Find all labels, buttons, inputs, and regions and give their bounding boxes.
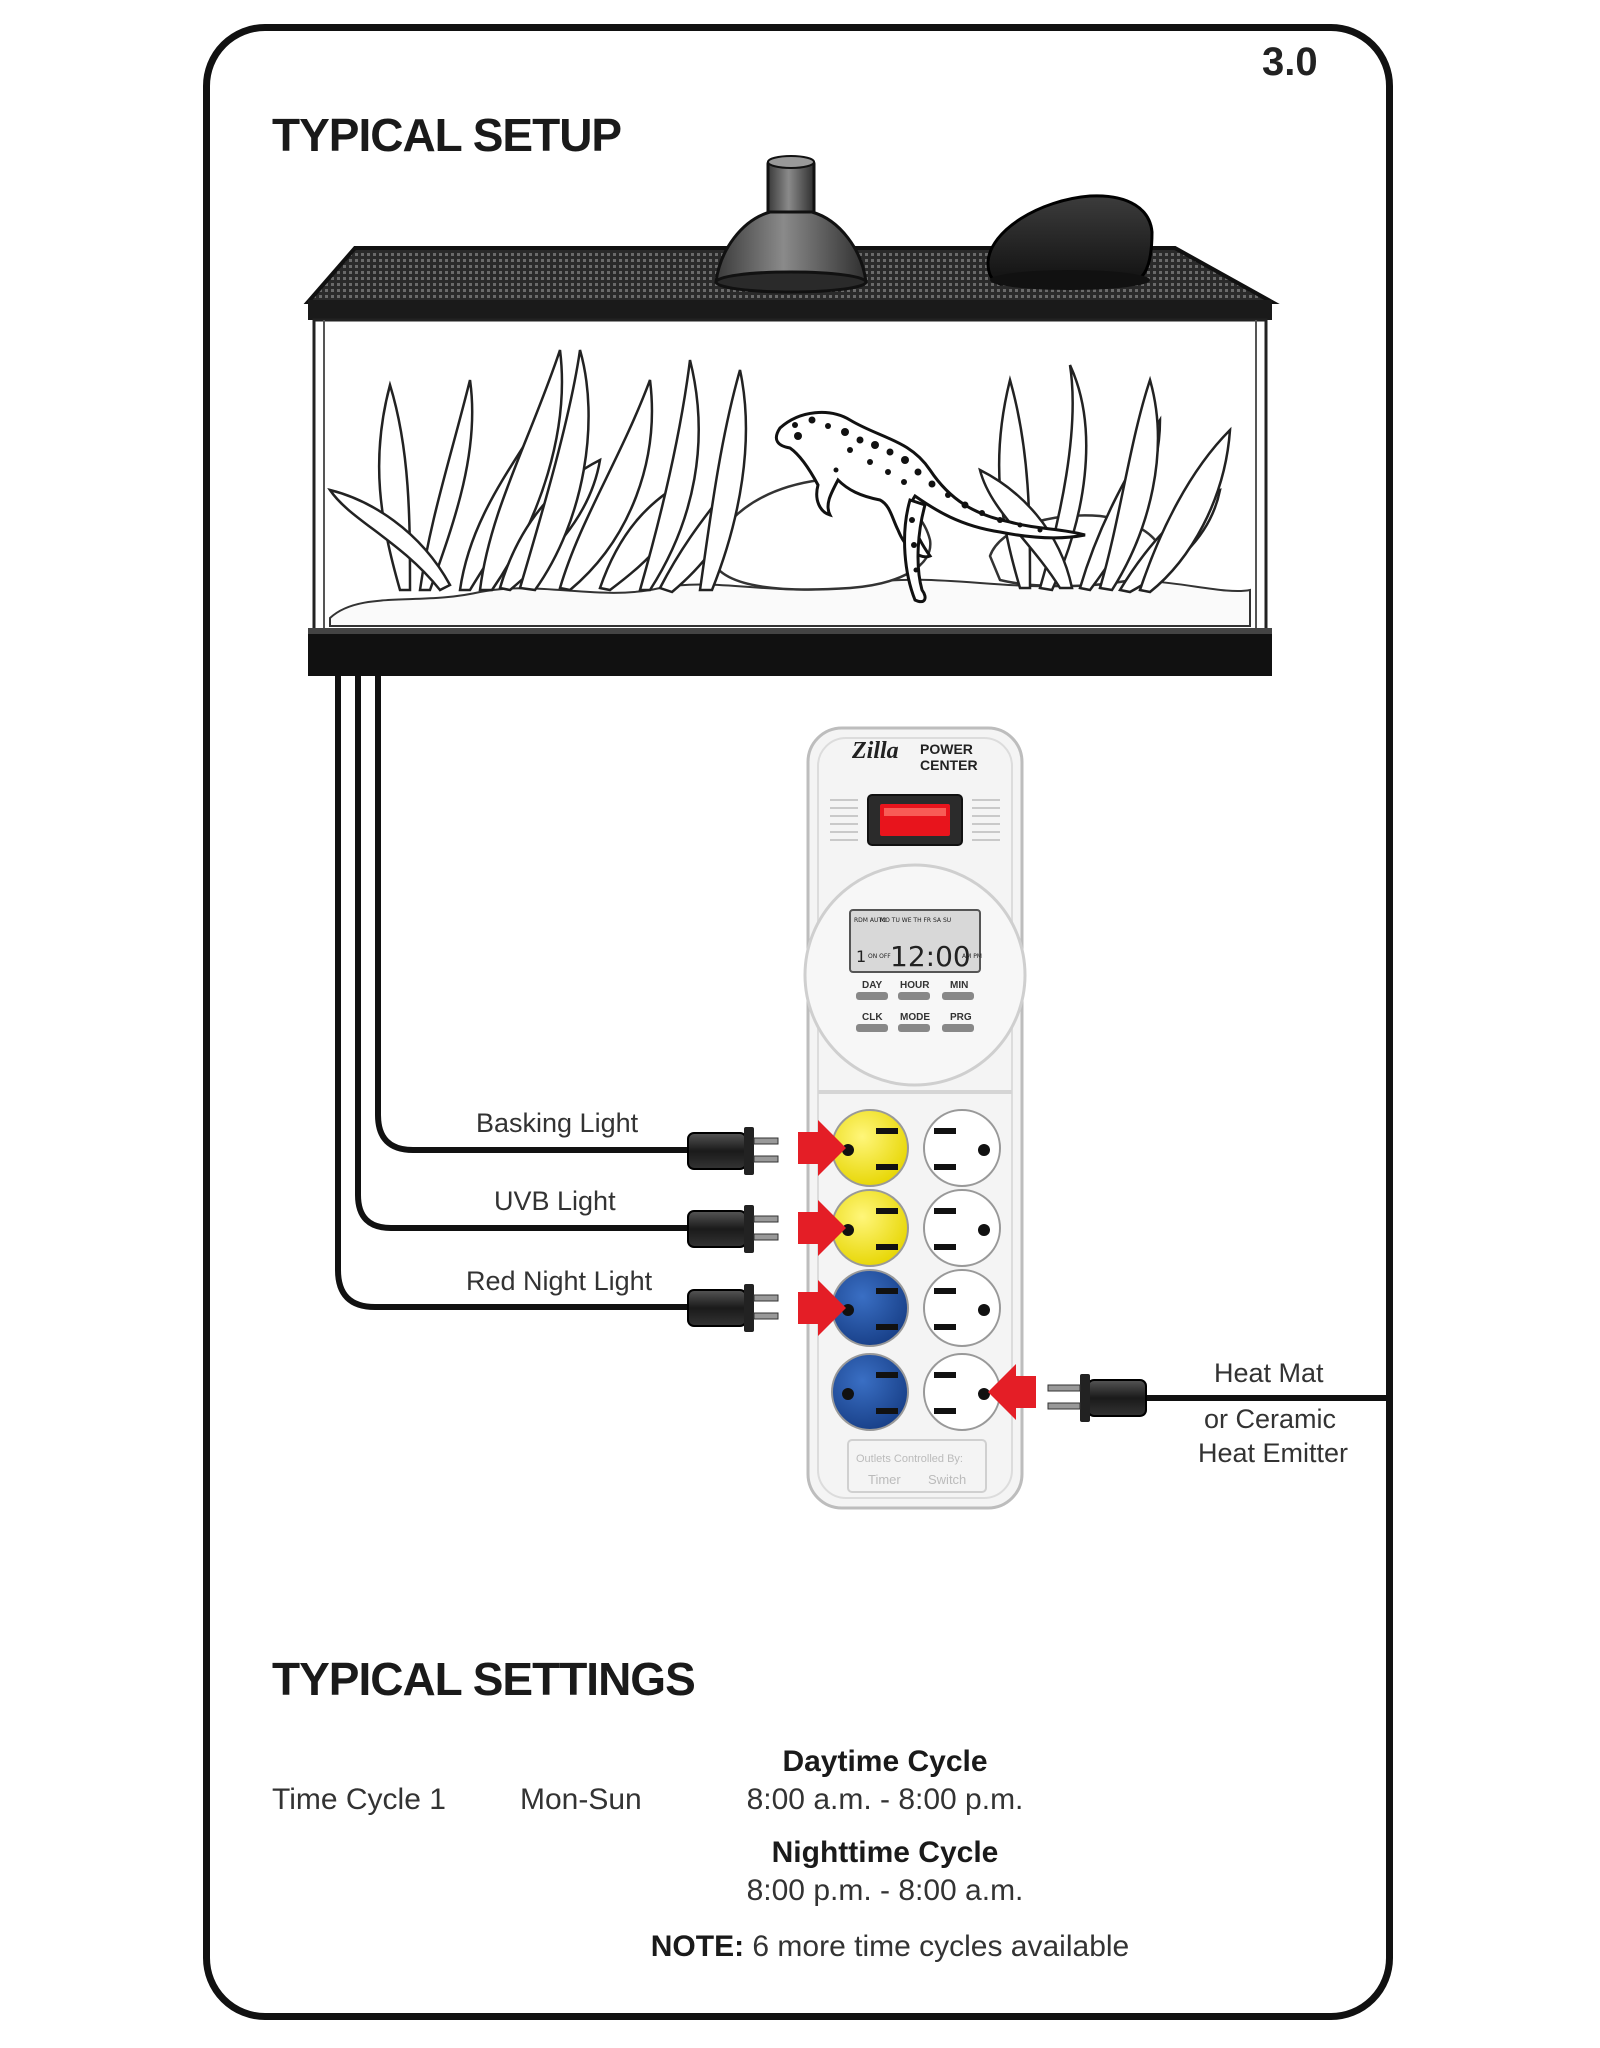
lcd-mode: RDM AUTO [854, 917, 887, 924]
lid-frame [308, 300, 1272, 320]
hour-button[interactable] [898, 992, 930, 1000]
heat-mat-alt-label-1: or Ceramic [1204, 1404, 1336, 1434]
clk-button[interactable] [856, 1024, 888, 1032]
plug [687, 1127, 779, 1175]
nighttime-cycle-value: 8:00 p.m. - 8:00 a.m. [746, 1874, 1024, 1907]
uvb-light-cord [355, 676, 690, 1231]
basking-light-cord [375, 676, 690, 1153]
terrarium [303, 155, 1280, 676]
outlet-switch-1[interactable] [923, 1109, 1001, 1187]
heat-mat-alt-label-2: Heat Emitter [1198, 1438, 1348, 1468]
basking-light-label: Basking Light [476, 1108, 639, 1138]
outlet-switch-3[interactable] [923, 1269, 1001, 1347]
heat-mat-label: Heat Mat [1214, 1358, 1324, 1388]
day-button[interactable] [856, 992, 888, 1000]
lcd-time: 12:00 [890, 940, 971, 973]
button-label-min: MIN [950, 980, 968, 991]
outlet-timer-blue-2[interactable] [831, 1353, 909, 1431]
instruction-card [203, 24, 1393, 2020]
outlets-controlled-label: Outlets Controlled By: [856, 1453, 963, 1465]
rock [710, 478, 932, 591]
button-label-clk: CLK [862, 1012, 883, 1023]
lcd-display [849, 909, 981, 973]
plug [687, 1284, 779, 1332]
uvb-light-label: UVB Light [494, 1186, 616, 1216]
button-label-day: DAY [862, 980, 883, 991]
min-button[interactable] [942, 992, 974, 1000]
ceramic-dome [986, 194, 1154, 290]
plug [687, 1205, 779, 1253]
note-label: NOTE: [650, 1930, 745, 1963]
days-label: Mon-Sun [520, 1783, 642, 1816]
settings-heading: TYPICAL SETTINGS [272, 1653, 696, 1705]
arrow-right-icon [798, 1120, 846, 1336]
footer-switch-label: Switch [928, 1472, 966, 1487]
button-label-prg: PRG [950, 1012, 972, 1023]
lizard [774, 410, 1086, 604]
note: NOTE: 6 more time cycles available [620, 1930, 1160, 1964]
outlet-timer-yellow-2[interactable] [831, 1189, 909, 1267]
lcd-ampm: AM PM [962, 953, 982, 960]
outlet-switch-2[interactable] [923, 1189, 1001, 1267]
button-label-hour: HOUR [900, 980, 930, 991]
nighttime-cycle-title: Nighttime Cycle [771, 1836, 999, 1869]
outlet-switch-4[interactable] [923, 1353, 1001, 1431]
prg-button[interactable] [942, 1024, 974, 1032]
plant-right [978, 364, 1232, 594]
device-name-line1: POWER [920, 741, 973, 757]
lcd-program: 1 [856, 947, 866, 966]
power-cords [335, 676, 1392, 1401]
daytime-cycle-value: 8:00 a.m. - 8:00 p.m. [746, 1783, 1024, 1816]
brand-logo: Zilla [851, 738, 899, 764]
basking-lamp [714, 155, 868, 294]
lcd-on-off: ON OFF [868, 953, 891, 960]
device-name-line2: CENTER [920, 757, 978, 773]
red-night-light-cord [335, 676, 690, 1310]
time-cycle-label: Time Cycle 1 [272, 1783, 446, 1816]
setup-heading: TYPICAL SETUP [272, 109, 622, 161]
section-number: 3.0 [1262, 40, 1318, 84]
arrow-left-icon [988, 1364, 1036, 1420]
button-label-mode: MODE [900, 1012, 930, 1023]
plug [1047, 1374, 1147, 1422]
note-text: 6 more time cycles available [744, 1930, 1130, 1963]
outlet-timer-blue-1[interactable] [831, 1269, 909, 1347]
lcd-days: MO TU WE TH FR SA SU [880, 917, 951, 924]
plant-left [327, 349, 748, 594]
red-night-light-label: Red Night Light [466, 1266, 653, 1296]
tank-base [308, 630, 1272, 676]
mode-button[interactable] [898, 1024, 930, 1032]
daytime-cycle-title: Daytime Cycle [782, 1745, 988, 1778]
footer-timer-label: Timer [868, 1472, 901, 1487]
